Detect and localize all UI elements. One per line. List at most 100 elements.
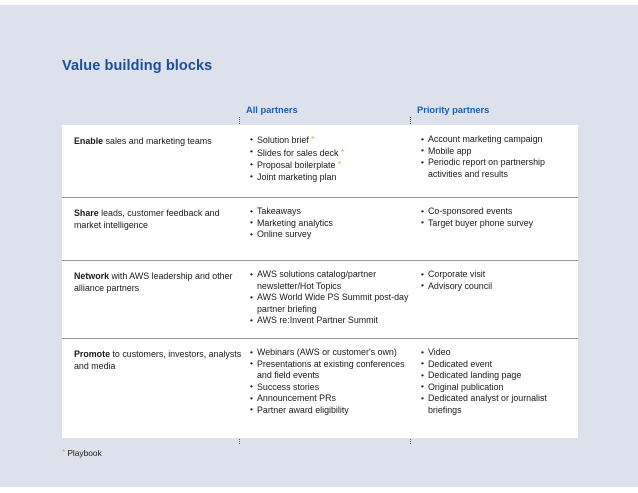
list-item: Dedicated landing page bbox=[421, 370, 573, 382]
bullet-list: Account marketing campaignMobile appPeri… bbox=[421, 134, 573, 180]
priority-partners-cell: Co-sponsored eventsTarget buyer phone su… bbox=[421, 206, 573, 229]
list-item: Takeaways bbox=[250, 206, 412, 218]
list-item: Slides for sales deck * bbox=[250, 146, 412, 160]
bullet-list: TakeawaysMarketing analyticsOnline surve… bbox=[250, 206, 412, 241]
table-row: Promote to customers, investors, analyst… bbox=[62, 338, 578, 438]
list-item-label: Announcement PRs bbox=[257, 393, 336, 404]
list-item-label: AWS World Wide PS Summit post-day partne… bbox=[257, 292, 409, 314]
row-separator bbox=[62, 260, 578, 261]
list-item-label: Webinars (AWS or customer's own) bbox=[257, 347, 397, 357]
list-item: Video bbox=[421, 347, 573, 359]
priority-partners-cell: VideoDedicated eventDedicated landing pa… bbox=[421, 347, 573, 417]
column-header-priority-partners: Priority partners bbox=[417, 105, 490, 115]
playbook-asterisk-icon: * bbox=[335, 159, 342, 170]
list-item: Advisory council bbox=[421, 280, 573, 293]
list-item-label: Dedicated landing page bbox=[428, 370, 522, 381]
list-item: Success stories bbox=[250, 381, 412, 394]
list-item-label: Success stories bbox=[257, 381, 320, 392]
table-row: Share leads, customer feedback and marke… bbox=[62, 197, 578, 260]
list-item: Online survey bbox=[250, 229, 412, 241]
list-item-label: Marketing analytics bbox=[257, 217, 333, 228]
list-item-label: Solution brief bbox=[257, 135, 309, 145]
category-description: leads, customer feedback and market inte… bbox=[74, 208, 220, 230]
bullet-list: Solution brief *Slides for sales deck *P… bbox=[250, 134, 412, 183]
list-item-label: Account marketing campaign bbox=[428, 134, 543, 144]
list-item: AWS World Wide PS Summit post-day partne… bbox=[250, 292, 412, 315]
list-item: Proposal boilerplate * bbox=[250, 159, 412, 172]
list-item: Corporate visit bbox=[421, 269, 573, 281]
category-description: with AWS leadership and other alliance p… bbox=[74, 271, 233, 293]
list-item: Co-sponsored events bbox=[421, 206, 573, 218]
list-item: Marketing analytics bbox=[250, 217, 412, 230]
list-item-label: Proposal boilerplate bbox=[257, 160, 336, 171]
list-item-label: Takeaways bbox=[257, 206, 301, 216]
priority-partners-cell: Account marketing campaignMobile appPeri… bbox=[421, 134, 573, 180]
list-item: Solution brief * bbox=[250, 134, 412, 147]
category-lead-word: Promote bbox=[74, 349, 110, 359]
list-item: Target buyer phone survey bbox=[421, 217, 573, 230]
list-item: Periodic report on partnership activitie… bbox=[421, 157, 573, 180]
category-cell: Promote to customers, investors, analyst… bbox=[74, 349, 242, 372]
table-row: Network with AWS leadership and other al… bbox=[62, 260, 578, 338]
list-item-label: AWS re:Invent Partner Summit bbox=[257, 315, 378, 326]
all-partners-cell: AWS solutions catalog/partner newsletter… bbox=[250, 268, 412, 327]
table-row: Enable sales and marketing teams Solution… bbox=[62, 125, 578, 197]
list-item-label: Periodic report on partnership activitie… bbox=[428, 157, 545, 179]
list-item-label: Dedicated event bbox=[428, 358, 493, 369]
bullet-list: Corporate visitAdvisory council bbox=[421, 269, 573, 292]
all-partners-cell: Webinars (AWS or customer's own)Presenta… bbox=[250, 347, 412, 417]
category-cell: Enable sales and marketing teams bbox=[74, 136, 242, 148]
page-title: Value building blocks bbox=[62, 58, 213, 74]
slide-canvas: Value building blocks All partners Prior… bbox=[0, 5, 638, 487]
list-item: Account marketing campaign bbox=[421, 134, 573, 146]
bullet-list: VideoDedicated eventDedicated landing pa… bbox=[421, 347, 573, 417]
bullet-list: Co-sponsored eventsTarget buyer phone su… bbox=[421, 206, 573, 229]
column-header-all-partners: All partners bbox=[246, 105, 298, 115]
list-item: Joint marketing plan bbox=[250, 171, 412, 184]
list-item-label: Dedicated analyst or journalist briefing… bbox=[428, 393, 547, 415]
list-item-label: Presentations at existing conferences an… bbox=[257, 358, 405, 381]
list-item-label: Partner award eligibility bbox=[257, 404, 349, 415]
category-lead-word: Enable bbox=[74, 136, 104, 146]
category-description: sales and marketing teams bbox=[103, 136, 212, 146]
category-cell: Share leads, customer feedback and marke… bbox=[74, 208, 242, 231]
category-lead-word: Network bbox=[74, 271, 110, 281]
list-item-label: Original publication bbox=[428, 381, 504, 392]
list-item-label: Mobile app bbox=[428, 145, 472, 156]
list-item-label: Target buyer phone survey bbox=[428, 217, 534, 228]
playbook-asterisk-icon: * bbox=[338, 146, 345, 157]
list-item: Dedicated analyst or journalist briefing… bbox=[421, 393, 573, 416]
footnote-label: Playbook bbox=[67, 448, 102, 458]
list-item-label: Co-sponsored events bbox=[428, 206, 513, 216]
list-item: Announcement PRs bbox=[250, 393, 412, 405]
priority-partners-cell: Corporate visitAdvisory council bbox=[421, 269, 573, 292]
category-cell: Network with AWS leadership and other al… bbox=[74, 271, 242, 294]
row-separator bbox=[62, 338, 578, 339]
footnote-asterisk-icon: * bbox=[62, 447, 66, 457]
list-item: Dedicated event bbox=[421, 358, 573, 371]
footnote: *Playbook bbox=[62, 447, 102, 458]
list-item-label: Joint marketing plan bbox=[257, 171, 337, 182]
list-item-label: Online survey bbox=[257, 229, 312, 240]
list-item-label: Video bbox=[428, 347, 451, 357]
all-partners-cell: Solution brief *Slides for sales deck *P… bbox=[250, 134, 412, 183]
list-item: Webinars (AWS or customer's own) bbox=[250, 347, 412, 359]
list-item: Mobile app bbox=[421, 145, 573, 158]
list-item-label: Advisory council bbox=[428, 280, 493, 291]
list-item: Original publication bbox=[421, 381, 573, 394]
list-item: Presentations at existing conferences an… bbox=[250, 358, 412, 382]
list-item-label: Slides for sales deck bbox=[257, 147, 339, 158]
bullet-list: AWS solutions catalog/partner newsletter… bbox=[250, 268, 412, 327]
list-item: Partner award eligibility bbox=[250, 404, 412, 417]
bullet-list: Webinars (AWS or customer's own)Presenta… bbox=[250, 347, 412, 417]
list-item-label: AWS solutions catalog/partner newsletter… bbox=[257, 269, 377, 291]
playbook-asterisk-icon: * bbox=[308, 134, 315, 144]
row-separator bbox=[62, 197, 578, 198]
list-item: AWS re:Invent Partner Summit bbox=[250, 315, 412, 327]
value-building-blocks-table: Enable sales and marketing teams Solution… bbox=[62, 125, 578, 438]
category-lead-word: Share bbox=[74, 208, 99, 218]
category-description: to customers, investors, analysts and me… bbox=[74, 349, 242, 371]
list-item: AWS solutions catalog/partner newsletter… bbox=[250, 268, 412, 292]
list-item-label: Corporate visit bbox=[428, 269, 486, 279]
all-partners-cell: TakeawaysMarketing analyticsOnline surve… bbox=[250, 206, 412, 241]
